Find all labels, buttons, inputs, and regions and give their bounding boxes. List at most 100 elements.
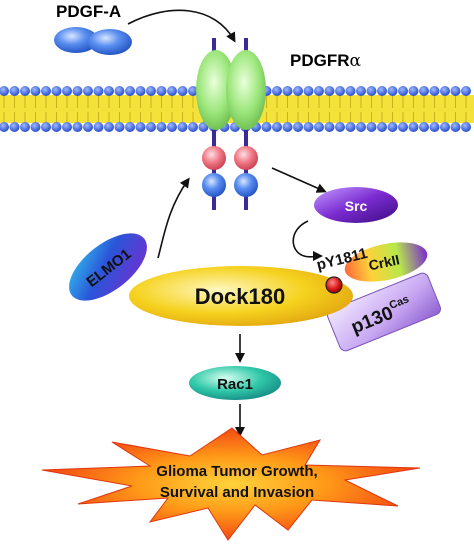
dock180-label: Dock180 — [195, 284, 286, 309]
lipid-head — [272, 86, 282, 96]
lipid-head — [440, 86, 450, 96]
lipid-head — [41, 86, 51, 96]
lipid-head — [114, 86, 125, 96]
lipid-head — [356, 86, 366, 96]
outcome-line-1: Glioma Tumor Growth, — [156, 463, 317, 480]
outcome-line-2: Survival and Invasion — [160, 484, 314, 501]
lipid-head — [104, 122, 114, 132]
lipid-head — [303, 122, 314, 132]
lipid-head — [104, 86, 114, 96]
lipid-head — [156, 122, 167, 132]
membrane-heads-outer — [0, 86, 471, 96]
lipid-head — [135, 122, 146, 132]
lipid-head — [314, 122, 324, 132]
crkii-protein: CrkII — [344, 242, 428, 282]
lipid-head — [177, 86, 188, 96]
ligand-lobe-left — [54, 27, 98, 53]
lipid-head — [450, 86, 461, 96]
lipid-head — [419, 86, 429, 96]
lipid-head — [324, 86, 335, 96]
dock180-shape — [129, 266, 353, 326]
binding-arrow — [127, 9, 236, 43]
elmo1-to-receptor-arrow — [157, 177, 190, 259]
lipid-head — [0, 122, 9, 132]
lipid-head — [293, 86, 303, 96]
lipid-head — [314, 86, 324, 96]
lipid-head — [387, 122, 398, 132]
lipid-head — [62, 86, 72, 96]
lipid-head — [188, 122, 198, 132]
lipid-head — [345, 86, 356, 96]
lipid-head — [440, 122, 450, 132]
src-shape — [314, 187, 398, 223]
lipid-head — [366, 122, 377, 132]
lipid-head — [345, 122, 356, 132]
lipid-head — [408, 122, 419, 132]
src-kinase: Src — [314, 187, 398, 223]
receptor-kinase-pink-right — [234, 146, 258, 170]
receptor-extracellular-left — [196, 50, 236, 130]
lipid-head — [461, 122, 471, 132]
elmo1-shape — [69, 233, 147, 301]
lipid-head — [0, 86, 9, 96]
lipid-head — [324, 122, 335, 132]
pdgfr-alpha-receptor — [196, 38, 266, 210]
pdgfr-label: PDGFRα — [290, 51, 362, 71]
lipid-head — [83, 122, 93, 132]
lipid-head — [303, 86, 314, 96]
lipid-head — [282, 122, 293, 132]
src-label: Src — [345, 198, 368, 214]
src-phosphorylation-arrow — [292, 220, 323, 262]
lipid-head — [398, 86, 408, 96]
pdgfr-label-alpha: α — [350, 51, 362, 71]
lipid-head — [429, 122, 440, 132]
crkii-shape — [344, 242, 428, 282]
lipid-head — [272, 122, 282, 132]
membrane-heads-inner — [0, 122, 471, 132]
lipid-head — [366, 86, 377, 96]
rac1-label: Rac1 — [217, 376, 253, 393]
lipid-head — [167, 122, 177, 132]
receptor-to-src-arrow — [271, 167, 327, 193]
burst-shape — [41, 427, 421, 541]
lipid-head — [356, 122, 366, 132]
lipid-head — [167, 86, 177, 96]
lipid-head — [41, 122, 51, 132]
lipid-head — [30, 122, 41, 132]
lipid-head — [282, 86, 293, 96]
receptor-kinase-blue-right — [234, 173, 258, 197]
pdgf-a-label: PDGF-A — [56, 2, 121, 21]
receptor-kinase-blue-left — [202, 173, 226, 197]
lipid-head — [387, 86, 398, 96]
lipid-head — [125, 122, 135, 132]
lipid-head — [188, 86, 198, 96]
lipid-head — [450, 122, 461, 132]
lipid-head — [125, 86, 135, 96]
lipid-head — [51, 86, 62, 96]
lipid-head — [377, 122, 387, 132]
lipid-head — [51, 122, 62, 132]
dock180-protein: Dock180 — [129, 266, 353, 326]
lipid-head — [335, 122, 345, 132]
lipid-head — [146, 122, 156, 132]
rac1-gtpase: Rac1 — [189, 366, 281, 400]
lipid-head — [156, 86, 167, 96]
outcome-burst: Glioma Tumor Growth, Survival and Invasi… — [41, 427, 421, 541]
lipid-head — [429, 86, 440, 96]
lipid-head — [398, 122, 408, 132]
lipid-head — [93, 86, 104, 96]
lipid-head — [20, 86, 30, 96]
lipid-head — [419, 122, 429, 132]
lipid-head — [135, 86, 146, 96]
membrane-tails — [3, 96, 467, 122]
lipid-head — [377, 86, 387, 96]
lipid-head — [114, 122, 125, 132]
lipid-head — [335, 86, 345, 96]
lipid-head — [9, 86, 20, 96]
lipid-head — [62, 122, 72, 132]
p130cas-shape — [327, 272, 441, 352]
pdgf-a-ligand — [54, 27, 132, 55]
receptor-extracellular-right — [226, 50, 266, 130]
lipid-head — [30, 86, 41, 96]
